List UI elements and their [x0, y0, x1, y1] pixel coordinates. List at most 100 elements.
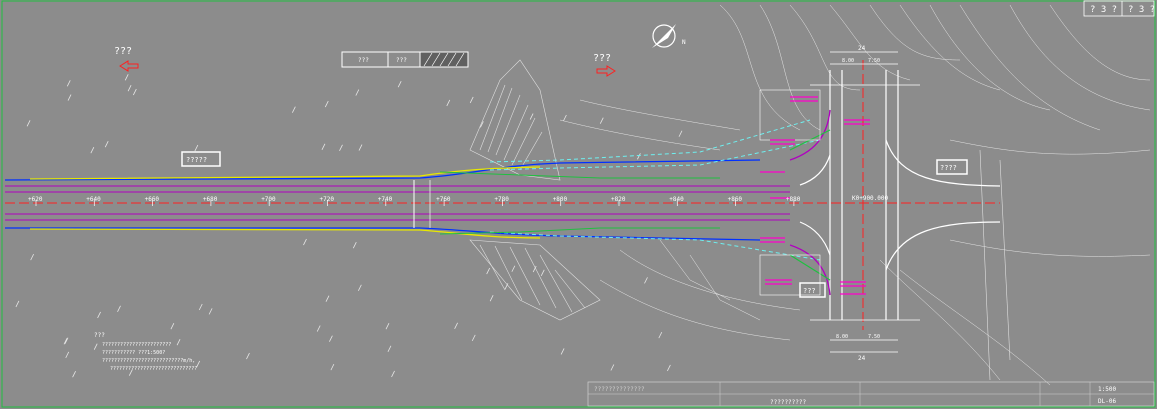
survey-mark: [560, 348, 565, 355]
survey-mark: [385, 323, 390, 330]
left-arrow-icon: [119, 60, 139, 72]
survey-mark: [15, 300, 20, 308]
notes-line-2: ??????????? ???1:500?: [102, 350, 165, 356]
survey-mark: [321, 143, 326, 150]
survey-mark: [644, 277, 648, 284]
survey-mark: [352, 242, 357, 249]
right-arrow-icon: [596, 65, 616, 77]
scale-bar-label-2: ???: [396, 57, 407, 64]
survey-mark: [563, 114, 567, 122]
survey-mark: [391, 370, 395, 378]
survey-mark: [303, 238, 307, 246]
station-label: +620: [28, 196, 43, 203]
survey-mark: [97, 311, 101, 319]
survey-mark: [176, 339, 181, 346]
road-tag-right: ????: [936, 159, 968, 175]
survey-mark: [117, 305, 121, 313]
survey-mark: [66, 80, 71, 87]
title-block-project: ??????????: [770, 399, 807, 406]
survey-mark: [128, 369, 133, 376]
dimension-top: 24 8.00 7.50: [830, 45, 898, 65]
notes-title: ???: [94, 332, 105, 339]
notes-line-1: ???????????????????????: [102, 342, 171, 348]
header-box-1: ? 3 ?: [1090, 5, 1117, 15]
title-block-scale: 1:500: [1098, 386, 1116, 393]
survey-mark: [610, 364, 615, 371]
survey-mark: [93, 343, 98, 350]
scale-bar: ??? ???: [341, 51, 469, 68]
north-compass-icon: N: [652, 24, 686, 48]
dimension-bottom: 8.00 7.50 24: [830, 334, 898, 362]
station-label: +880: [786, 196, 801, 203]
survey-mark: [469, 96, 474, 104]
survey-mark: [529, 113, 534, 120]
survey-mark: [339, 144, 343, 151]
road-tag-main: ?????: [181, 151, 221, 167]
contour-lines: [559, 4, 1151, 386]
svg-text:?????: ?????: [186, 156, 207, 164]
notes-block: ??? ??????????????????????? ??????????? …: [94, 332, 197, 372]
station-label: +840: [669, 196, 684, 203]
survey-mark: [532, 265, 537, 273]
survey-mark: [72, 370, 76, 378]
svg-text:????: ????: [940, 164, 957, 172]
survey-mark: [471, 334, 476, 342]
notes-line-3: ???????????????????????????m/h,: [102, 358, 195, 364]
survey-mark: [170, 322, 175, 330]
survey-mark: [330, 363, 335, 371]
station-label: +740: [378, 196, 393, 203]
magenta-annotations: [760, 96, 870, 295]
survey-mark: [504, 283, 509, 290]
survey-mark: [124, 74, 129, 81]
survey-mark: [678, 130, 683, 137]
survey-mark: [208, 308, 213, 315]
svg-text:???: ???: [803, 287, 816, 295]
survey-mark: [30, 253, 35, 261]
survey-mark: [454, 322, 458, 330]
station-label: +680: [203, 196, 218, 203]
left-direction-label: ???: [114, 46, 132, 57]
station-label: +640: [86, 196, 101, 203]
survey-mark: [316, 325, 321, 332]
svg-text:7.50: 7.50: [868, 58, 880, 64]
scale-bar-label-1: ???: [358, 57, 369, 64]
intersection-station: K0+900.000: [852, 195, 889, 202]
survey-mark: [26, 120, 31, 127]
survey-mark: [246, 352, 250, 360]
survey-mark: [65, 351, 70, 359]
survey-mark: [324, 100, 329, 108]
survey-mark: [358, 144, 363, 151]
survey-mark: [132, 88, 137, 96]
station-label: +820: [611, 196, 626, 203]
station-label: +720: [320, 196, 335, 203]
survey-mark: [486, 267, 491, 275]
svg-text:7.50: 7.50: [868, 334, 880, 340]
right-direction-label: ???: [593, 53, 611, 64]
survey-mark: [599, 117, 604, 124]
survey-mark: [104, 140, 109, 148]
svg-text:N: N: [682, 39, 686, 46]
survey-mark: [325, 295, 330, 302]
survey-mark: [540, 269, 545, 277]
station-label: +800: [553, 196, 568, 203]
survey-mark: [489, 294, 494, 302]
header-boxes: ? 3 ? ? 3 ?: [1083, 0, 1155, 17]
survey-mark: [658, 331, 663, 339]
survey-mark: [355, 89, 360, 96]
survey-marks: [15, 74, 683, 378]
svg-text:24: 24: [858, 45, 866, 52]
survey-mark: [127, 85, 132, 92]
survey-mark: [67, 94, 72, 101]
survey-mark: [667, 364, 671, 372]
title-block-drawing-no: DL-06: [1098, 398, 1116, 405]
survey-mark: [198, 303, 203, 311]
survey-mark: [357, 284, 362, 292]
survey-mark: [480, 121, 484, 128]
title-block-title: ??????????????: [594, 386, 645, 393]
header-box-2: ? 3 ?: [1128, 5, 1155, 15]
survey-mark: [329, 335, 333, 342]
svg-text:8.00: 8.00: [842, 58, 854, 64]
notes-line-4: ?????????????????????????????: [110, 366, 197, 372]
station-labels: +620+640+660+680+700+720+740+760+780+800…: [28, 196, 801, 206]
